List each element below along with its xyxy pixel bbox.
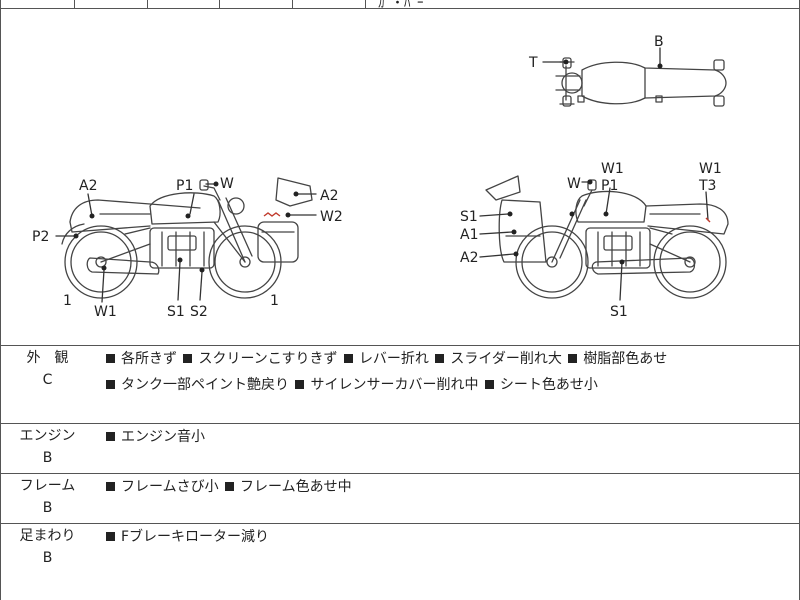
label-P1: P1 xyxy=(176,178,193,194)
label-B: B xyxy=(654,34,664,50)
list-item: 樹脂部色あせ xyxy=(583,351,668,367)
list-item: Fブレーキローター減り xyxy=(121,529,270,545)
label-P1: P1 xyxy=(601,178,618,194)
bullet-square xyxy=(295,380,305,389)
label-W: W xyxy=(567,176,581,192)
engine-items: エンジン音小 xyxy=(104,424,794,450)
section-engine: エンジン B xyxy=(0,425,95,469)
list-item: サイレンサーカバー削れ中 xyxy=(310,377,479,393)
label-W1: W1 xyxy=(601,161,624,177)
section-name: エンジン xyxy=(19,428,76,444)
list-item: フレームさび小 xyxy=(121,479,219,495)
label-A2: A2 xyxy=(320,188,338,204)
label-S1: S1 xyxy=(460,209,478,225)
label-W1: W1 xyxy=(94,304,117,320)
bullet-square xyxy=(183,354,193,363)
bullet-square xyxy=(106,482,115,491)
label-W1: W1 xyxy=(699,161,722,177)
section-suspension: 足まわり B xyxy=(0,525,95,569)
frame-items: フレームさび小 フレーム色あせ中 xyxy=(104,474,794,500)
section-name: フレーム xyxy=(19,478,76,494)
bullet-square xyxy=(435,354,445,363)
label-W: W xyxy=(220,176,234,192)
list-item: スライダー削れ大 xyxy=(450,351,562,367)
list-item: タンク一部ペイント艶戻り xyxy=(121,377,289,393)
label-P2: P2 xyxy=(32,229,49,245)
scratch-mark xyxy=(705,217,711,223)
list-item: フレーム色あせ中 xyxy=(240,479,352,495)
label-A1: A1 xyxy=(460,227,478,243)
scratch-mark xyxy=(263,212,281,217)
exterior-items: 各所きず スクリーンこすりきず レバー折れ スライダー削れ大 樹脂部色あせ タン… xyxy=(104,346,794,398)
top-border xyxy=(0,8,800,9)
label-1: 1 xyxy=(270,293,279,309)
left-side-motorcycle xyxy=(61,177,313,299)
list-item: スクリーンこすりきず xyxy=(198,351,338,367)
section-grade: B xyxy=(42,450,53,466)
label-S2: S2 xyxy=(190,304,208,320)
bullet-square xyxy=(484,380,494,389)
diagram-svg: T B A2 P1 W A2 W2 P2 1 W1 S1 S2 1 W1 W1 … xyxy=(32,34,729,320)
list-item: シート色あせ小 xyxy=(499,377,598,393)
bullet-square xyxy=(106,532,115,541)
label-A2: A2 xyxy=(79,178,97,194)
bullet-square xyxy=(106,354,115,363)
bullet-square xyxy=(343,354,353,363)
top-view-motorcycle xyxy=(555,57,727,107)
right-side-motorcycle xyxy=(485,175,729,299)
section-name: 外 観 xyxy=(26,350,69,366)
header-fragment: ｶﾞ・ﾊﾞｰ xyxy=(378,0,424,11)
label-A2: A2 xyxy=(460,250,478,266)
section-grade: B xyxy=(42,550,53,566)
section-grade: B xyxy=(42,500,53,516)
label-T3: T3 xyxy=(698,178,716,194)
suspension-items: Fブレーキローター減り xyxy=(104,524,794,550)
label-T: T xyxy=(528,55,538,71)
marker-dots xyxy=(73,59,663,273)
list-item: エンジン音小 xyxy=(121,429,205,445)
bullet-square xyxy=(106,380,115,389)
label-S1: S1 xyxy=(610,304,628,320)
section-exterior: 外 観 C xyxy=(0,347,95,391)
label-W2: W2 xyxy=(320,209,343,225)
section-name: 足まわり xyxy=(19,528,76,544)
motorcycle-damage-diagram: T B A2 P1 W A2 W2 P2 1 W1 S1 S2 1 W1 W1 … xyxy=(0,9,800,345)
bullet-square xyxy=(225,482,235,491)
label-S1: S1 xyxy=(167,304,185,320)
list-item: レバー折れ xyxy=(358,351,429,367)
label-1: 1 xyxy=(63,293,72,309)
list-item: 各所きず xyxy=(121,351,177,367)
bullet-square xyxy=(106,432,115,441)
section-grade: C xyxy=(42,372,53,388)
bullet-square xyxy=(568,354,578,363)
section-frame: フレーム B xyxy=(0,475,95,519)
